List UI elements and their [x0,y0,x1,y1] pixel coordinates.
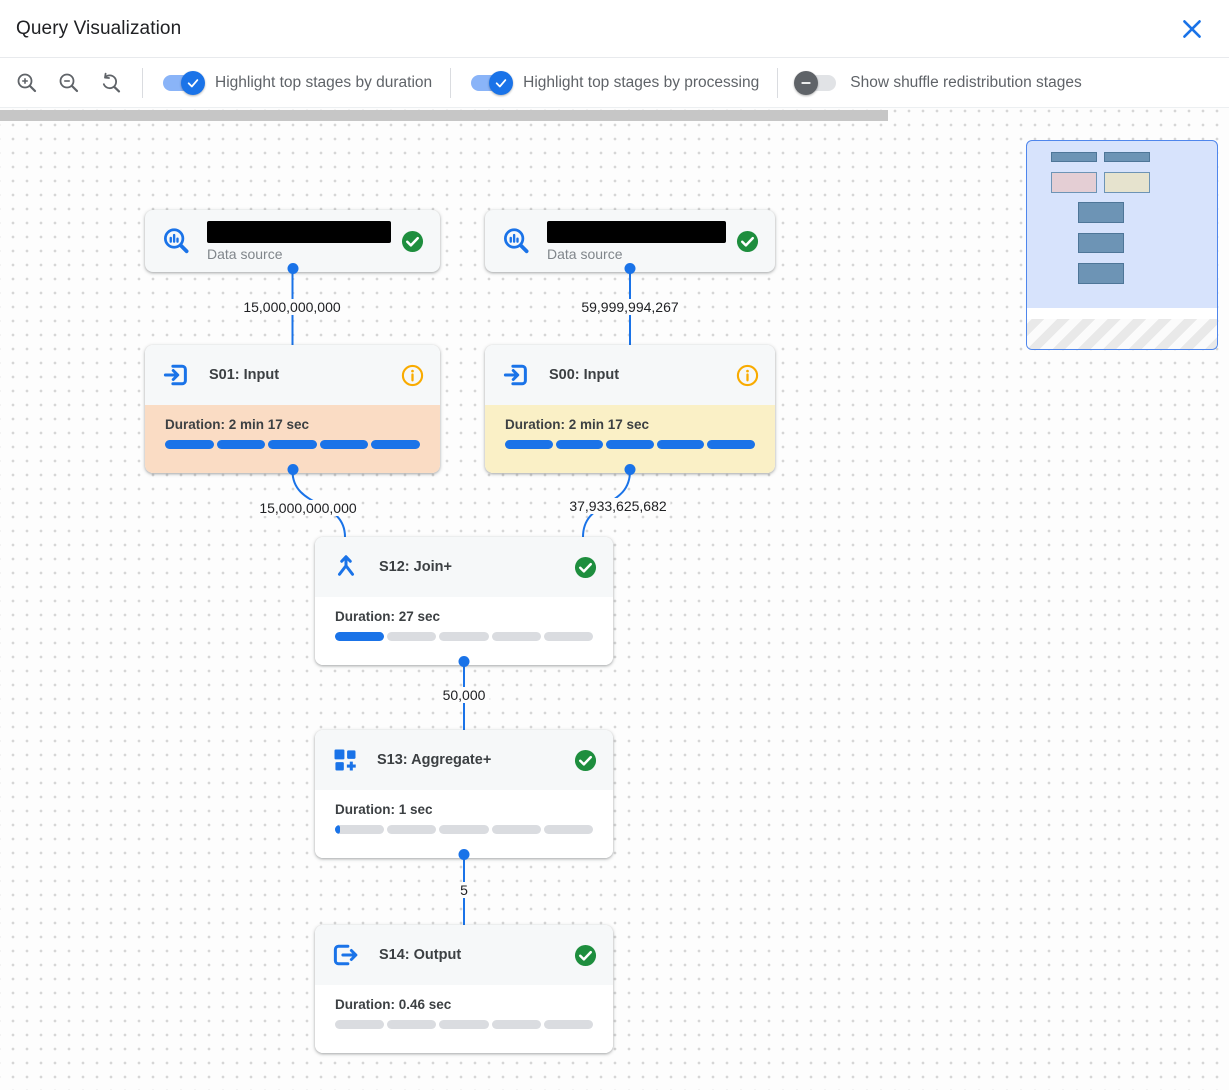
toolbar-divider [450,67,452,98]
minimap-node-highlight-duration [1051,172,1097,193]
stage-node-s14[interactable]: S14: Output Duration: 0.46 sec [315,925,613,1053]
close-icon [1183,19,1201,38]
zoom-reset-button[interactable] [98,70,124,96]
stage-duration: Duration: 27 sec [335,609,441,624]
edge-row-count: 15,000,000,000 [239,299,345,315]
minimap-gap [1027,308,1217,319]
minimap-node [1051,152,1097,162]
minimap-node-highlight-processing [1104,172,1150,193]
minimap-out-of-bounds [1027,319,1217,349]
dialog-header: Query Visualization [0,0,1229,58]
edge-row-count: 5 [456,882,472,898]
graph-canvas[interactable]: 15,000,000,000 59,999,994,267 15,000,000… [0,108,1229,1090]
toggle-group-processing: Highlight top stages by processing [451,70,777,95]
stage-node-s13[interactable]: S13: Aggregate+ Duration: 1 sec [315,730,613,860]
toggle-show-shuffle[interactable] [794,70,838,95]
toolbar-divider [777,67,779,98]
edge-source-dot [287,263,298,274]
close-button[interactable] [1177,14,1207,44]
table-search-icon [161,226,191,256]
duration-progress-bar [335,632,594,641]
graph-toolbar: Highlight top stages by duration Highlig… [0,58,1229,108]
duration-progress-bar [335,1020,594,1029]
stage-duration: Duration: 0.46 sec [335,997,452,1012]
zoom-in-icon [17,73,37,92]
edge-row-count: 15,000,000,000 [255,500,361,516]
check-icon [495,78,507,87]
join-merge-icon [331,552,361,582]
edge-row-count: 37,933,625,682 [565,498,671,514]
redacted-table-name [207,220,391,243]
zoom-reset-icon [102,72,121,92]
toolbar-divider [142,67,143,98]
toggle-label-duration: Highlight top stages by duration [215,73,433,91]
completed-icon [401,230,424,253]
stage-duration: Duration: 2 min 17 sec [505,417,650,432]
minus-icon [801,81,811,84]
edge-row-count: 59,999,994,267 [577,299,683,315]
stage-title: S00: Input [549,367,620,383]
data-source-label: Data source [207,245,283,262]
stage-node-s12[interactable]: S12: Join+ Duration: 27 sec [315,537,613,667]
stage-duration: Duration: 2 min 17 sec [165,417,310,432]
completed-icon [574,556,597,579]
minimap-node [1078,263,1124,284]
stage-duration: Duration: 1 sec [335,802,433,817]
edge-source-dot [624,464,636,475]
data-source-node-1[interactable]: Data source [145,210,440,274]
completed-icon [574,944,597,967]
redacted-table-name [547,220,726,243]
zoom-controls [14,70,142,96]
zoom-in-button[interactable] [14,70,40,96]
duration-progress-bar [335,825,594,834]
stage-title: S01: Input [209,367,280,383]
edge-source-dot [458,656,470,667]
duration-progress-bar [165,440,420,449]
info-icon[interactable] [401,364,424,387]
minimap-node [1078,202,1124,223]
zoom-out-icon [59,73,79,92]
input-icon [161,360,191,390]
stage-title: S12: Join+ [379,559,452,575]
completed-icon [736,230,759,253]
input-icon [501,360,531,390]
data-source-label: Data source [547,245,623,262]
minimap-node [1104,152,1150,162]
edge-source-dot [458,849,470,860]
aggregate-icon [331,746,359,774]
minimap[interactable] [1026,140,1218,350]
edge-source-dot [287,464,298,475]
stage-title: S13: Aggregate+ [377,752,492,768]
duration-progress-bar [505,440,755,449]
table-search-icon [501,226,531,256]
toggle-highlight-duration[interactable] [161,70,205,95]
stage-title: S14: Output [379,947,462,963]
edge-row-count: 50,000 [438,687,490,703]
info-icon[interactable] [736,364,759,387]
output-icon [331,940,361,970]
minimap-node [1078,233,1124,253]
data-source-node-2[interactable]: Data source [485,210,775,274]
toggle-group-duration: Highlight top stages by duration [143,70,450,95]
stage-node-s01[interactable]: S01: Input Duration: 2 min 17 sec [145,345,440,475]
check-icon [187,78,199,87]
zoom-out-button[interactable] [56,70,82,96]
edge-source-dot [624,263,636,274]
horizontal-scrollbar-thumb[interactable] [0,110,888,121]
completed-icon [574,749,597,772]
toggle-label-shuffle: Show shuffle redistribution stages [850,73,1082,91]
toggle-highlight-processing[interactable] [469,70,514,95]
page-title: Query Visualization [16,17,182,39]
toggle-label-processing: Highlight top stages by processing [523,73,760,91]
toggle-group-shuffle: Show shuffle redistribution stages [778,70,1100,95]
stage-node-s00[interactable]: S00: Input Duration: 2 min 17 sec [485,345,775,475]
